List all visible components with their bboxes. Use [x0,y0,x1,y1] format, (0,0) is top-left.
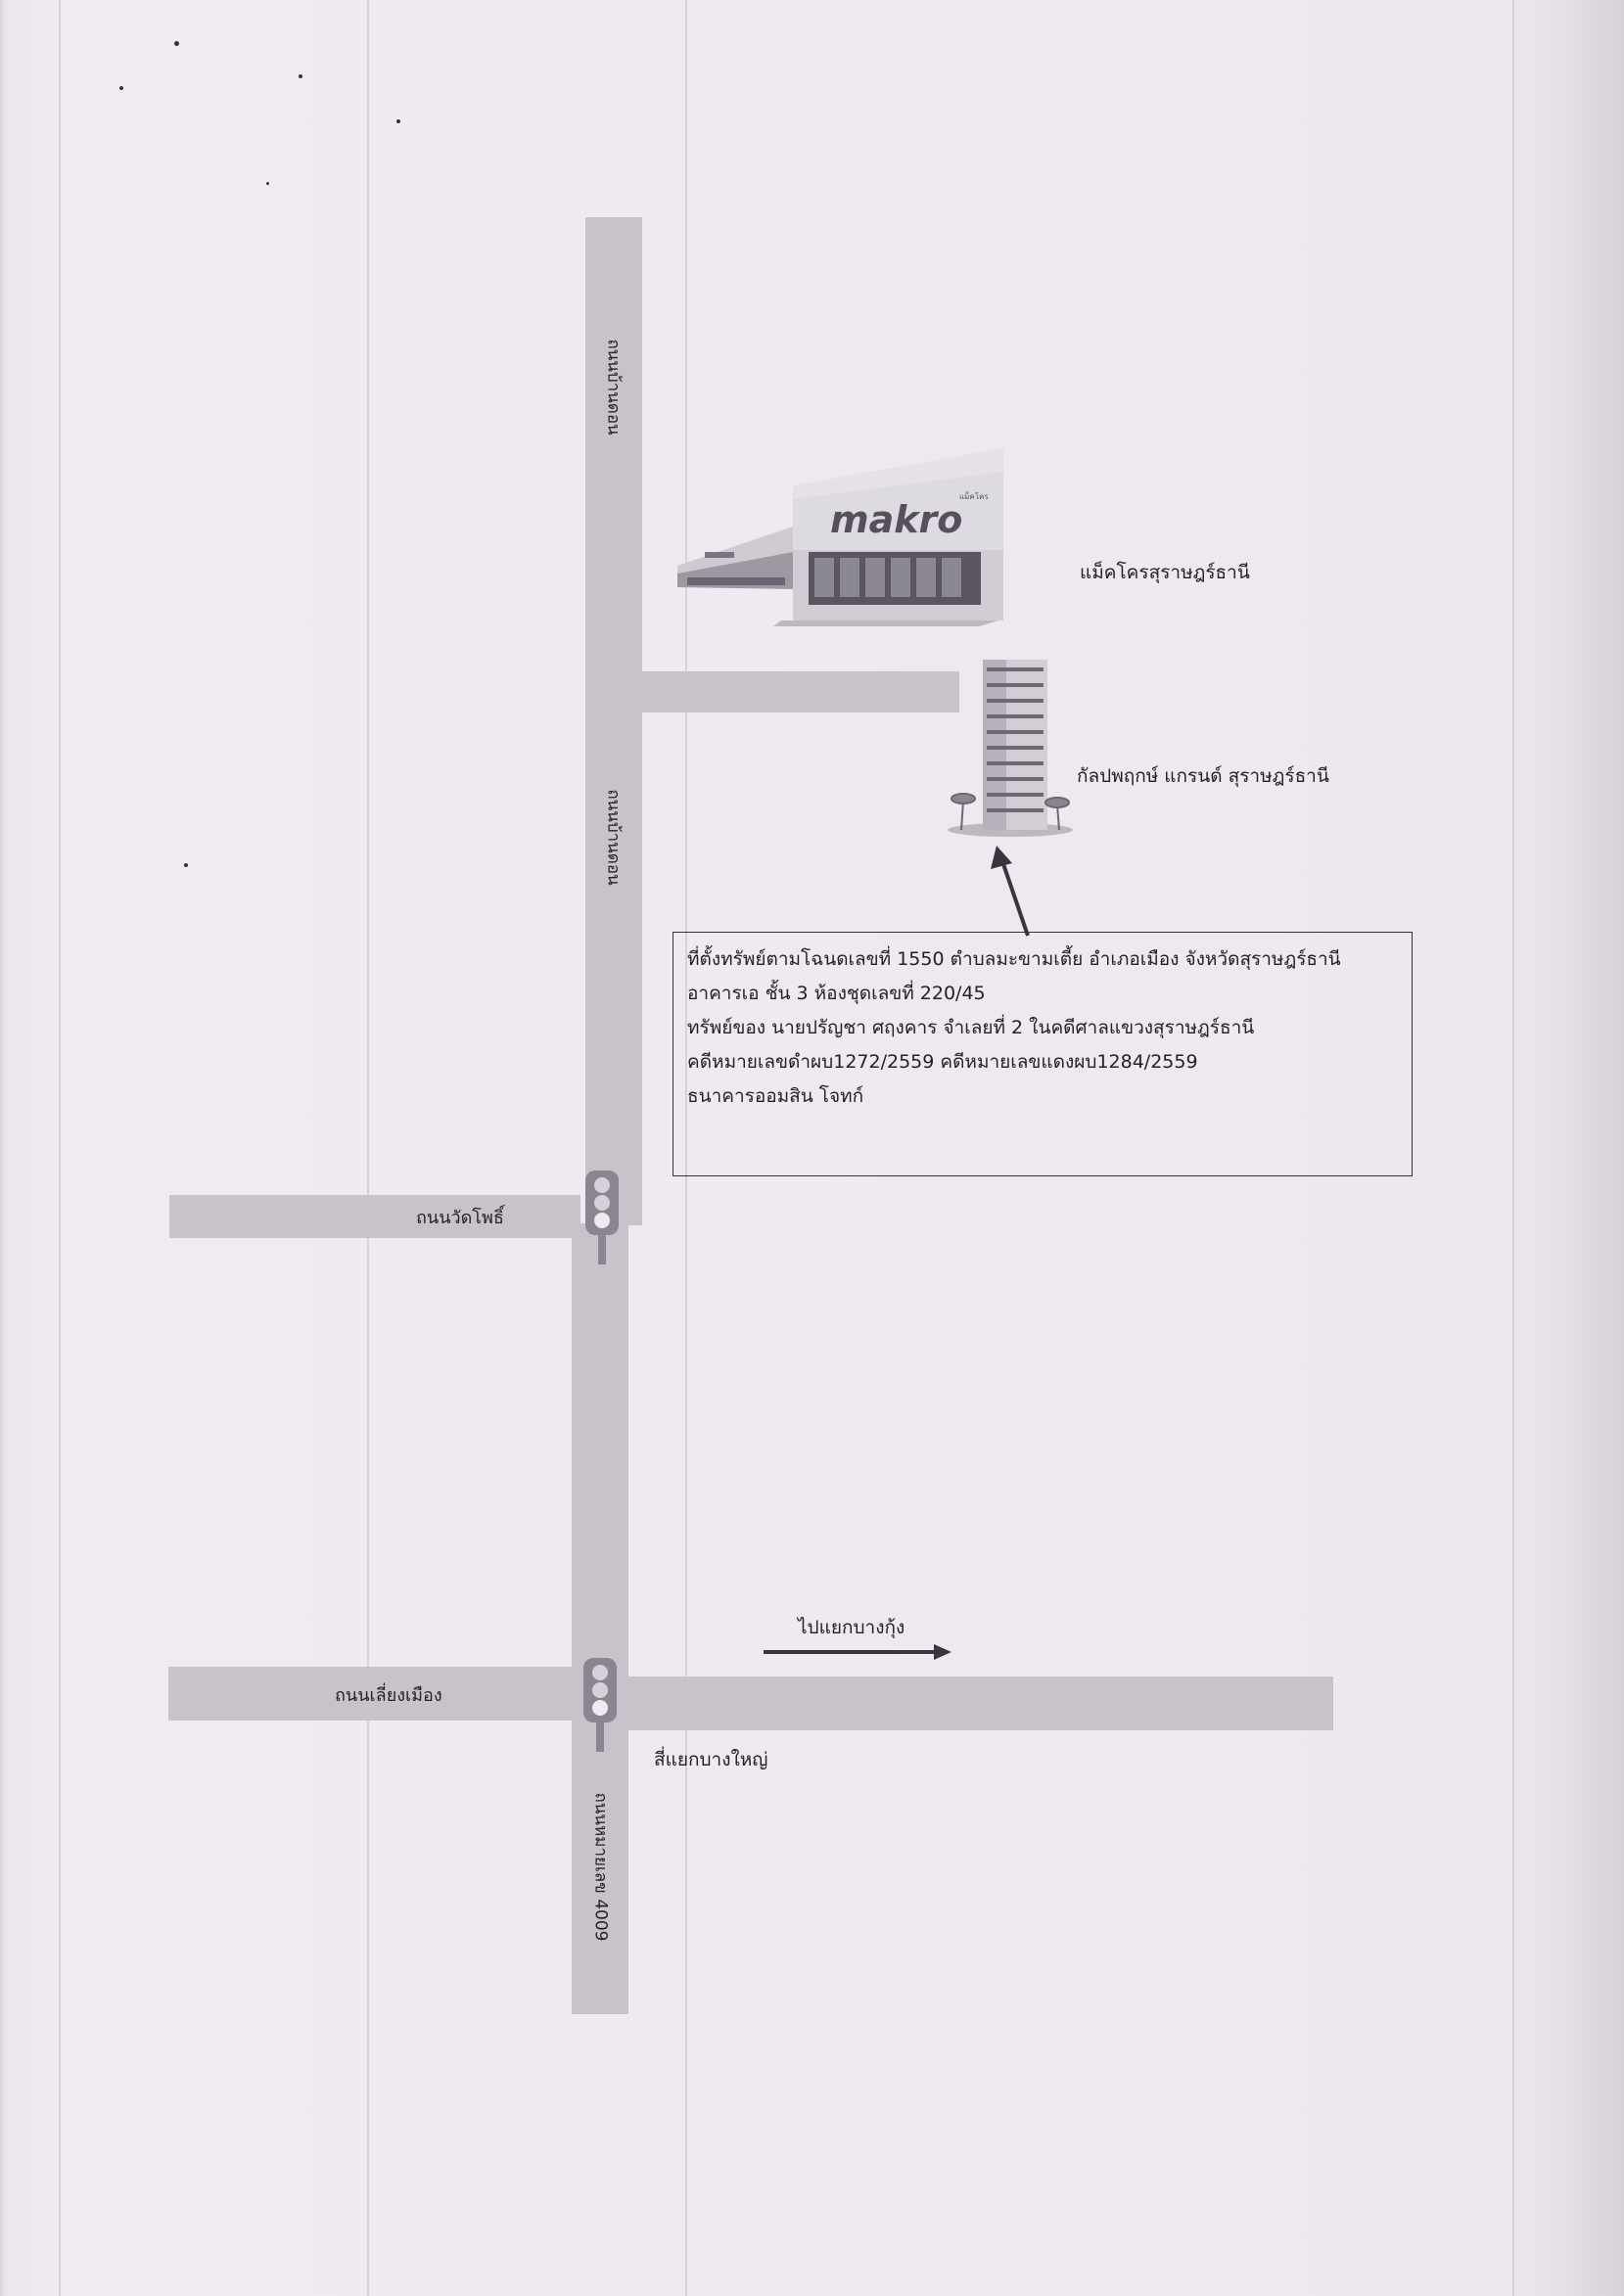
place-label-intersection: สี่แยกบางใหญ่ [654,1749,768,1770]
road-label-main-north-a: ถนนบ้านดอน [603,339,624,436]
info-line: คดีหมายเลขดำผบ1272/2559 คดีหมายเลขแดงผบ1… [687,1051,1198,1073]
place-label-makro: แม็คโครสุราษฎร์ธานี [1080,562,1250,583]
road-liang-mueang-east [626,1676,1333,1730]
place-label-condo: กัลปพฤกษ์ แกรนด์ สุราษฎร์ธานี [1077,765,1329,787]
scan-speck [299,74,302,78]
arrow-right-icon [764,1644,951,1660]
makro-logo-text: makro [830,498,962,541]
makro-store-icon: makro แม็คโคร [677,448,1003,626]
paper-fold-line [59,0,61,2296]
paper-fold-line [367,0,369,2296]
scan-speck [184,863,188,867]
scan-speck [396,119,400,123]
road-label-liang-mueang: ถนนเลี่ยงเมือง [335,1685,442,1706]
condo-building-icon [948,660,1073,837]
info-line: ทรัพย์ของ นายปรัญชา ศฤงคาร จำเลยที่ 2 ใน… [687,1017,1255,1038]
road-main-north [585,217,642,1225]
makro-logo-thai: แม็คโคร [959,491,989,501]
property-info-box: ที่ตั้งทรัพย์ตามโฉนดเลขที่ 1550 ตำบลมะขา… [673,932,1413,1176]
road-main-south [572,1223,628,2014]
info-line: ที่ตั้งทรัพย์ตามโฉนดเลขที่ 1550 ตำบลมะขา… [687,948,1341,970]
direction-label: ไปแยกบางกุ้ง [798,1617,905,1638]
info-line: ธนาคารออมสิน โจทก์ [687,1085,864,1107]
pointer-arrow-icon [991,846,1030,937]
scan-speck [266,182,269,185]
road-wat-pho [169,1195,580,1238]
info-line: อาคารเอ ชั้น 3 ห้องชุดเลขที่ 220/45 [687,983,986,1004]
traffic-light-icon [583,1658,617,1752]
road-label-wat-pho: ถนนวัดโพธิ์ [416,1208,504,1228]
scan-speck [174,41,179,46]
road-label-main-north-b: ถนนบ้านดอน [603,789,624,886]
scan-speck [119,86,123,90]
road-liang-mueang-west [168,1667,574,1721]
traffic-light-icon [585,1171,619,1264]
paper-fold-line [685,0,687,2296]
road-makro-access [641,671,959,712]
paper-fold-line [1512,0,1514,2296]
road-label-main-south: ถนนหมายเลข 4009 [590,1792,611,1942]
